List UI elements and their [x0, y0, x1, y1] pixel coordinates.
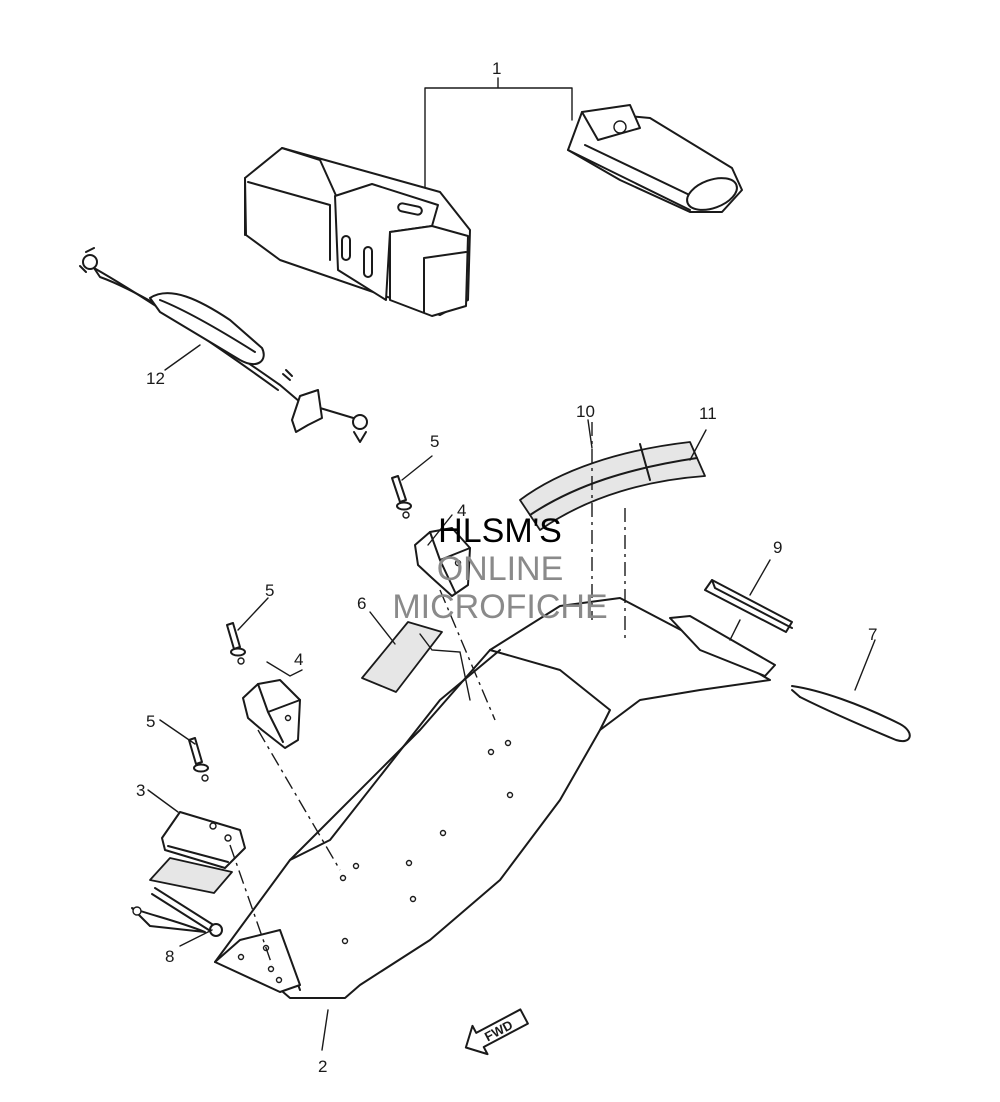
callout-5-upper: 5: [430, 432, 439, 451]
watermark-line-1: HLSM'S: [438, 512, 562, 550]
part-3-hinge-bracket[interactable]: [149, 811, 246, 894]
callout-labels: 1 2 3 4 4 5 5 5 6 7 8 9 10 11 12: [136, 59, 877, 1076]
callout-3: 3: [136, 781, 145, 800]
part-8-pin[interactable]: [131, 887, 223, 937]
callout-11: 11: [699, 404, 717, 423]
callout-6: 6: [357, 594, 366, 613]
callout-5-middle: 5: [265, 581, 274, 600]
callout-8: 8: [165, 947, 174, 966]
part-5-screw-lower[interactable]: [188, 737, 209, 782]
part-5-screw-middle[interactable]: [226, 622, 246, 665]
callout-5-lower: 5: [146, 712, 155, 731]
watermark-line-3: MICROFICHE: [392, 588, 607, 626]
callout-2: 2: [318, 1057, 327, 1076]
callout-4-upper: 4: [457, 501, 466, 520]
part-5-screw-upper[interactable]: [391, 475, 412, 519]
fwd-arrow-icon: FWD: [464, 1008, 529, 1056]
part-4-clip-lower[interactable]: [242, 679, 301, 749]
watermark-line-2: ONLINE: [437, 550, 564, 588]
part-9-strip[interactable]: [704, 579, 793, 633]
part-10-11-decals[interactable]: [519, 441, 706, 531]
callout-1: 1: [492, 59, 501, 78]
part-2-fender-panel[interactable]: [214, 597, 771, 999]
part-1-tool-kit[interactable]: [244, 77, 743, 317]
part-6-label[interactable]: [361, 621, 443, 693]
leader-lines: [147, 344, 876, 1051]
callout-7: 7: [868, 625, 877, 644]
callout-12: 12: [146, 369, 165, 388]
watermark: HLSM'S ONLINE MICROFICHE: [392, 512, 607, 626]
callout-9: 9: [773, 538, 782, 557]
part-7-wire-rod[interactable]: [669, 615, 911, 743]
callout-10: 10: [576, 402, 595, 421]
callout-4-lower: 4: [294, 650, 303, 669]
part-12-cable-lock[interactable]: [79, 247, 368, 443]
